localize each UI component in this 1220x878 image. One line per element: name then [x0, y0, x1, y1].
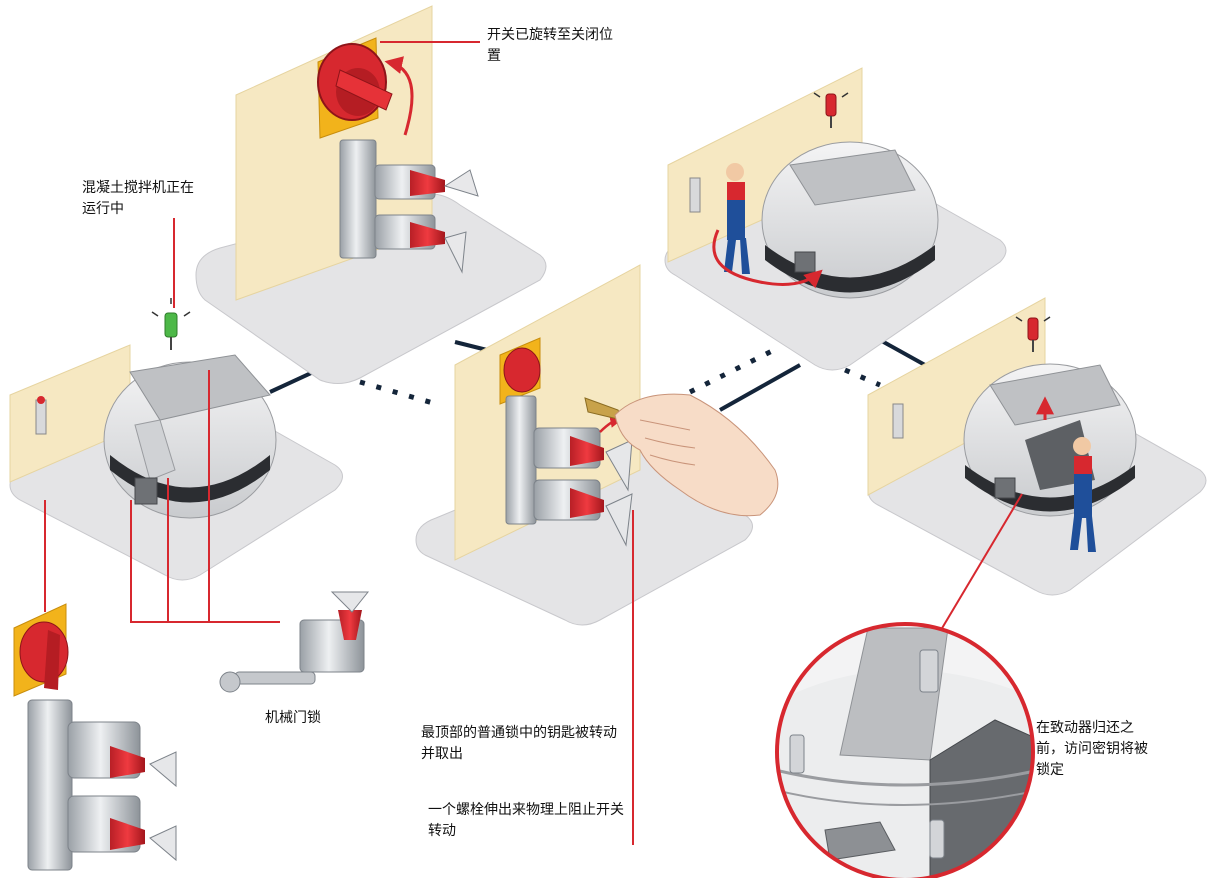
caption-switch-off: 开关已旋转至关闭位置 — [487, 27, 613, 64]
magnifier-circle — [775, 622, 1035, 878]
caption-mech-lock: 机械门锁 — [265, 710, 321, 726]
red-beacon-icon — [1015, 316, 1051, 352]
callout-lines-left — [44, 218, 280, 623]
platform-key-removed — [415, 264, 753, 626]
callout-line-magnifier — [934, 493, 1023, 641]
platform-mixer-running — [9, 298, 343, 581]
green-beacon-icon — [151, 298, 191, 350]
platform-access-open — [867, 297, 1207, 596]
worker-icon — [724, 163, 750, 274]
caption-mixer-running: 混凝土搅拌机正在运行中 — [82, 180, 194, 217]
caption-access-locked: 在致动器归还之前，访问密钥将被锁定 — [1036, 720, 1148, 778]
red-beacon-icon — [813, 92, 849, 128]
mechanical-door-lock — [219, 591, 370, 693]
worker-icon — [1070, 437, 1096, 552]
switch-interlock-detail — [13, 603, 177, 871]
hand-icon — [584, 393, 779, 517]
platform-switch-off — [195, 5, 547, 384]
platform-worker-walking — [664, 67, 1007, 371]
key-icon — [443, 169, 479, 274]
caption-bolt-extends: 一个螺栓伸出来物理上阻止开关转动 — [428, 802, 624, 839]
caption-key-removed: 最顶部的普通锁中的钥匙被转动并取出 — [421, 725, 617, 762]
rotary-switch-icon — [317, 43, 393, 121]
